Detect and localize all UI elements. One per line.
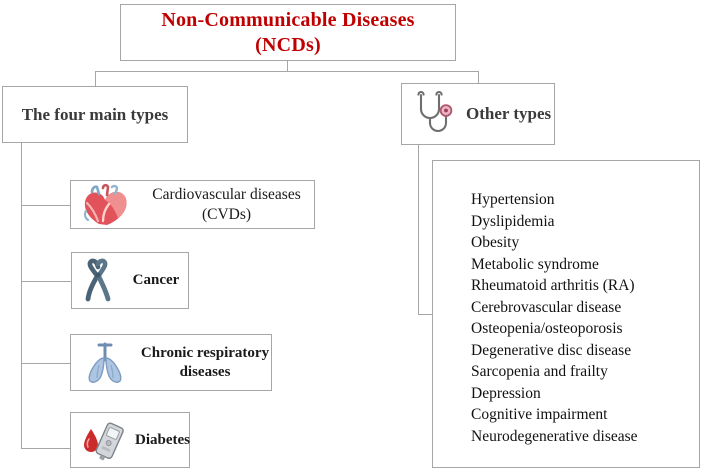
other-types-item-list: Hypertension Dyslipidemia Obesity Metabo…	[471, 189, 699, 447]
connector-drop-other-types	[478, 71, 479, 84]
other-types-label: Other types	[466, 104, 552, 124]
list-item: Rheumatoid arthritis (RA)	[471, 277, 635, 294]
glucometer-icon	[84, 422, 124, 461]
list-item: Degenerative disc disease	[471, 341, 632, 359]
list-item: Neurodegenerative disease	[471, 427, 638, 445]
root-title-line1: Non-Communicable Diseases	[161, 8, 415, 31]
list-item: Obesity	[471, 234, 520, 251]
ribbon-icon	[85, 258, 111, 301]
list-item: Metabolic syndrome	[471, 255, 599, 273]
cvd-label-line1: Cardiovascular diseases	[152, 186, 301, 204]
node-cardiovascular-diseases[interactable]: Cardiovascular diseases (CVDs)	[70, 180, 315, 229]
node-diabetes[interactable]: Diabetes	[70, 412, 190, 468]
list-item: Osteopenia/osteoporosis	[471, 320, 623, 337]
heart-icon	[83, 183, 127, 225]
connector-stub-cvd	[21, 205, 71, 206]
diabetes-label: Diabetes	[135, 431, 190, 448]
connector-root-bus	[95, 71, 479, 72]
list-item: Cognitive impairment	[471, 406, 608, 423]
cancer-label: Cancer	[132, 272, 180, 289]
stethoscope-icon	[417, 91, 453, 132]
connector-right-trunk	[418, 145, 419, 315]
connector-stub-cancer	[21, 281, 72, 282]
connector-left-trunk	[21, 143, 22, 448]
node-four-main-types[interactable]: The four main types	[2, 86, 188, 143]
node-other-types-list[interactable]: Hypertension Dyslipidemia Obesity Metabo…	[432, 160, 700, 468]
cvd-label-line2: (CVDs)	[201, 205, 252, 223]
connector-stub-crd	[21, 363, 71, 364]
node-chronic-respiratory-diseases[interactable]: Chronic respiratory diseases	[70, 334, 272, 391]
node-other-types[interactable]: Other types	[401, 83, 555, 145]
connector-drop-four-main	[95, 71, 96, 87]
list-item: Hypertension	[471, 191, 555, 208]
list-item: Cerebrovascular disease	[471, 298, 622, 316]
connector-stub-other-list	[418, 314, 433, 315]
list-item: Sarcopenia and frailty	[471, 363, 608, 380]
four-main-types-label: The four main types	[21, 104, 169, 124]
list-item: Depression	[471, 384, 541, 402]
connector-stub-diabetes	[21, 448, 71, 449]
node-root-ncds[interactable]: Non-Communicable Diseases (NCDs)	[120, 4, 456, 61]
root-title: Non-Communicable Diseases (NCDs)	[161, 8, 414, 58]
lungs-icon	[88, 342, 122, 383]
crd-label-line1: Chronic respiratory	[140, 344, 270, 361]
node-cancer[interactable]: Cancer	[71, 252, 189, 309]
root-title-line2: (NCDs)	[255, 33, 321, 56]
connector-root-stem	[287, 61, 288, 72]
crd-label: Chronic respiratory diseases	[139, 344, 271, 382]
cvd-label: Cardiovascular diseases (CVDs)	[139, 185, 314, 224]
list-item: Dyslipidemia	[471, 212, 555, 230]
crd-label-line2: diseases	[179, 363, 231, 380]
